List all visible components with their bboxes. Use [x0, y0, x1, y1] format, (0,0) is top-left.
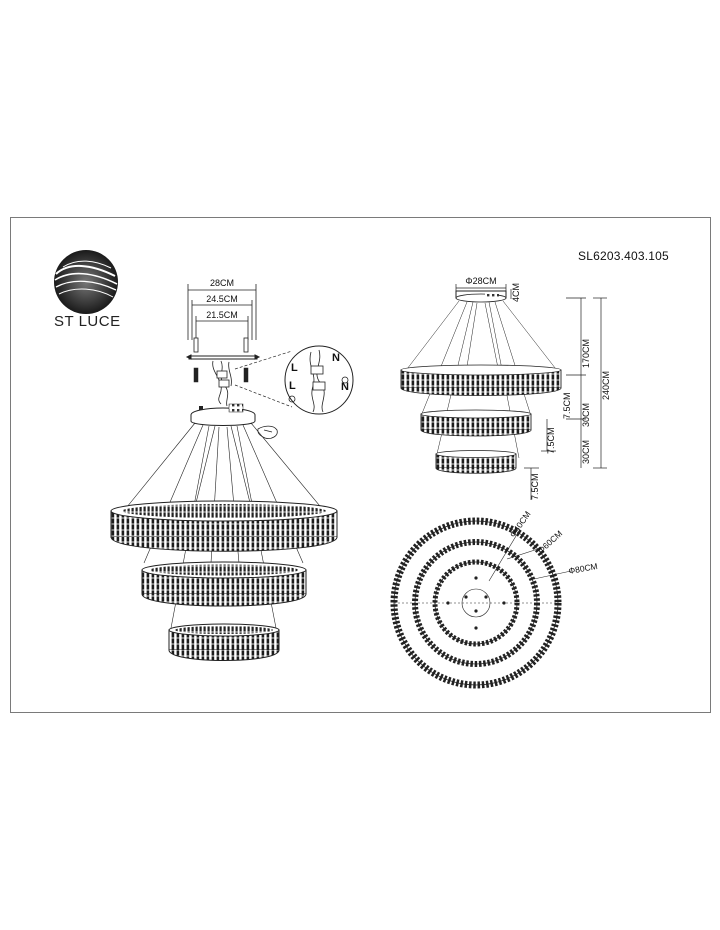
small-crystal-ring	[168, 623, 280, 661]
live-label-bottom: L	[289, 380, 296, 392]
side-cable-length: 170CM	[581, 339, 591, 368]
chandelier-canopy	[190, 403, 256, 426]
canopy-middle-width: 24.5CM	[206, 294, 238, 304]
plan-view	[390, 517, 572, 689]
neutral-label-bottom: N	[341, 381, 349, 393]
side-overall-height: 240CM	[601, 371, 611, 400]
live-label-top: L	[291, 362, 298, 374]
side-canopy-diameter: Φ28CM	[465, 276, 496, 286]
side-middle-ring	[420, 409, 532, 437]
canopy-outer-width: 28CM	[210, 278, 234, 288]
drawing-sheet: ST LUCE SL6203.403.105	[10, 217, 711, 713]
zoom-callout-lines	[234, 350, 293, 408]
model-number: SL6203.403.105	[578, 249, 669, 263]
wiring-detail	[284, 345, 354, 415]
side-canopy	[455, 290, 507, 303]
side-dimension-lines	[455, 284, 607, 500]
wave-sphere-icon	[54, 250, 118, 314]
side-ring-height-bottom: 7.5CM	[530, 473, 540, 500]
middle-crystal-ring	[141, 561, 307, 607]
side-gap-top-middle: 30CM	[581, 403, 591, 427]
canopy-dimension-lines	[187, 284, 257, 340]
side-ring-height-top: 7.5CM	[562, 392, 572, 419]
plan-large-ring-diameter: Φ80CM	[568, 561, 599, 576]
side-large-ring	[400, 364, 562, 396]
canopy-inner-width: 21.5CM	[206, 310, 238, 320]
side-small-ring	[435, 450, 517, 474]
plan-medium-ring-diameter: Φ60CM	[536, 528, 565, 555]
neutral-label-top: N	[332, 352, 340, 364]
plan-small-ring-diameter: Φ40CM	[507, 509, 532, 539]
side-canopy-height: 4CM	[511, 283, 521, 302]
technical-drawing: 28CM 24.5CM 21.5CM	[54, 250, 611, 689]
side-gap-middle-bottom: 30CM	[581, 440, 591, 464]
large-crystal-ring	[110, 500, 338, 552]
wiring-bundle	[212, 360, 232, 407]
brand-name: ST LUCE	[54, 313, 121, 330]
side-ring-height-middle: 7.5CM	[546, 427, 556, 454]
mounting-bracket	[185, 337, 261, 383]
remote-control-icon	[257, 425, 278, 439]
